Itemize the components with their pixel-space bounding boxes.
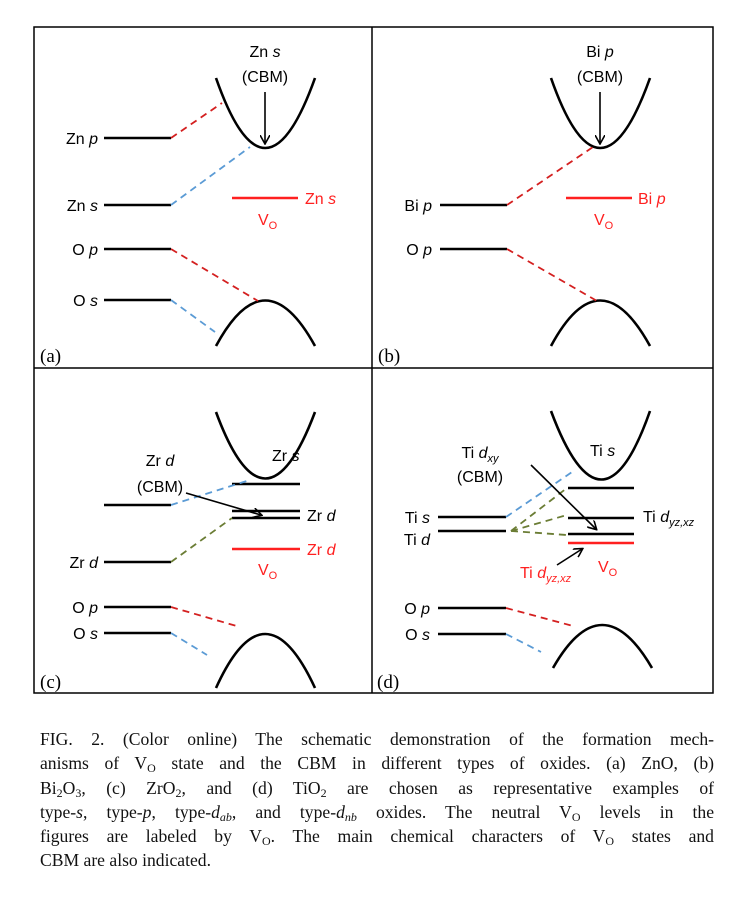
valence-band bbox=[551, 623, 654, 669]
caption-line: type-s, type-p, type-dab, and type-dnb o… bbox=[40, 801, 715, 824]
conduction-band bbox=[549, 410, 652, 481]
vo-arrow bbox=[556, 549, 582, 566]
cb-character: Ti s bbox=[590, 443, 615, 460]
cbm-character: Zr d bbox=[146, 453, 176, 470]
cbm-label: (CBM) bbox=[137, 479, 183, 496]
level-label: O s bbox=[405, 627, 430, 644]
cbm-label: (CBM) bbox=[457, 469, 503, 486]
mixing-line bbox=[170, 146, 251, 206]
level-label: O p bbox=[404, 601, 430, 618]
level-label: Zn p bbox=[66, 131, 98, 148]
cbm-label: (CBM) bbox=[577, 69, 623, 86]
cbm-character: Bi p bbox=[586, 44, 614, 61]
split-character: Ti dyz,xz bbox=[643, 509, 695, 529]
cbm-character: Ti dxy bbox=[461, 445, 500, 465]
caption-line: Bi2O3, (c) ZrO2, and (d) TiO2 are chosen… bbox=[40, 777, 714, 800]
panel-d: (d) Ti s Ti d O p O s Ti dxy (CBM) Ti s … bbox=[377, 410, 695, 693]
vo-character: Zr d bbox=[307, 542, 337, 559]
panel-tag: (d) bbox=[377, 672, 399, 693]
panel-b: (b) Bi p O p Bi p (CBM) Bi p VO bbox=[378, 44, 666, 367]
mixing-line bbox=[510, 514, 568, 532]
mixing-line bbox=[505, 607, 574, 627]
mixing-line bbox=[170, 248, 259, 302]
caption-line: anisms of VO state and the CBM in differ… bbox=[40, 753, 715, 776]
valence-band bbox=[214, 299, 317, 347]
vo-character: Zn s bbox=[305, 191, 336, 208]
level-label: O p bbox=[72, 600, 98, 617]
mixing-line bbox=[170, 299, 216, 333]
mixing-line bbox=[505, 633, 542, 653]
mixing-line bbox=[170, 479, 251, 506]
cbm-arrow bbox=[185, 492, 261, 515]
valence-band bbox=[214, 632, 317, 689]
caption-line: figures are labeled by VO. The main chem… bbox=[40, 826, 714, 849]
cbm-character: Zn s bbox=[249, 44, 280, 61]
level-label: Ti s bbox=[405, 510, 430, 527]
vo-label: VO bbox=[598, 559, 618, 579]
figure-caption: FIG. 2. (Color online) The schematic dem… bbox=[40, 727, 714, 873]
level-label: Zn s bbox=[67, 198, 98, 215]
cbm-label: (CBM) bbox=[242, 69, 288, 86]
mixing-line bbox=[510, 530, 568, 536]
conduction-band bbox=[214, 77, 317, 150]
panel-tag: (b) bbox=[378, 346, 400, 367]
vo-character: Bi p bbox=[638, 191, 666, 208]
panel-c: (c) Zr d O p O s Zr d (CBM) Zr s Zr d Zr… bbox=[40, 411, 337, 693]
panel-tag: (c) bbox=[40, 672, 61, 693]
panel-a: (a) Zn p Zn s O p O s Zn s (CBM) Zn s VO bbox=[40, 44, 336, 367]
mixing-line bbox=[506, 248, 598, 302]
mixing-line bbox=[506, 146, 594, 206]
vo-label: VO bbox=[594, 212, 614, 232]
vo-label: VO bbox=[258, 562, 278, 582]
figure-2-diagram: (a) Zn p Zn s O p O s Zn s (CBM) Zn s VO… bbox=[33, 26, 714, 694]
mixing-line bbox=[505, 469, 576, 518]
level-label: O p bbox=[72, 242, 98, 259]
level-label: O s bbox=[73, 626, 98, 643]
cb-character: Zr s bbox=[272, 448, 300, 465]
vo-character: Ti dyz,xz bbox=[520, 565, 572, 585]
caption-line: CBM are also indicated. bbox=[40, 850, 212, 871]
figure-frame bbox=[33, 26, 714, 694]
mixing-line bbox=[170, 632, 208, 656]
level-label: Zr d bbox=[70, 555, 100, 572]
conduction-band bbox=[549, 77, 652, 150]
panel-tag: (a) bbox=[40, 346, 61, 367]
mixing-line bbox=[170, 517, 233, 563]
mixing-line bbox=[170, 606, 241, 628]
vo-label: VO bbox=[258, 212, 278, 232]
cbm-arrow bbox=[530, 464, 596, 529]
level-label: Bi p bbox=[404, 198, 432, 215]
level-label: O p bbox=[406, 242, 432, 259]
mixing-line bbox=[170, 102, 223, 139]
split-character: Zr d bbox=[307, 508, 337, 525]
level-label: O s bbox=[73, 293, 98, 310]
caption-line: FIG. 2. (Color online) The schematic dem… bbox=[40, 729, 714, 749]
valence-band bbox=[549, 299, 652, 347]
conduction-band bbox=[214, 411, 317, 480]
level-label: Ti d bbox=[404, 532, 431, 549]
